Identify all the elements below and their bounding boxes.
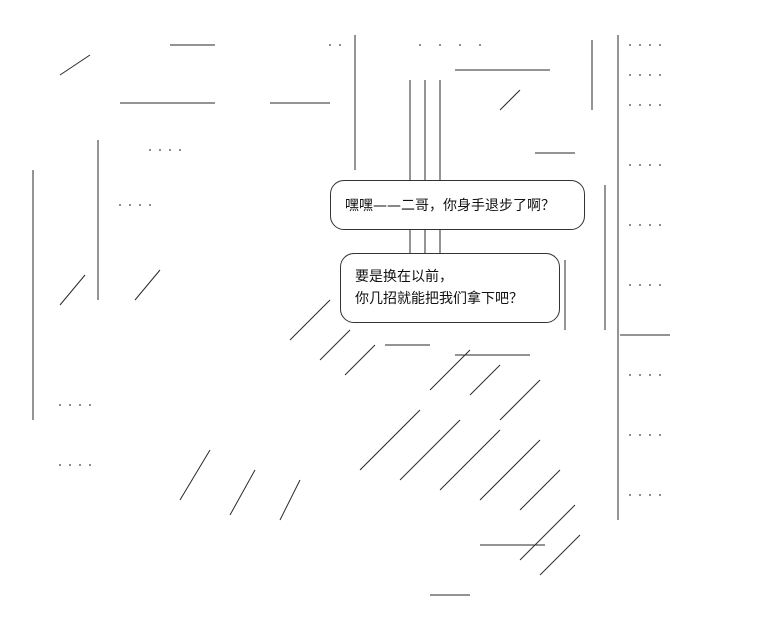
diagonal-strokes (59, 54, 581, 576)
bubble-1-line-1: 嘿嘿——二哥，你身手退步了啊？ (345, 198, 555, 214)
speech-bubble-2: 要是换在以前， 你几招就能把我们拿下吧？ (340, 253, 560, 323)
dotted-texture (59, 44, 661, 496)
bubble-2-line-2: 你几招就能把我们拿下吧？ (355, 291, 523, 307)
speech-bubble-1: 嘿嘿——二哥，你身手退步了啊？ (330, 180, 585, 230)
bubble-2-line-1: 要是换在以前， (355, 269, 453, 285)
horizontal-strokes (120, 44, 670, 596)
